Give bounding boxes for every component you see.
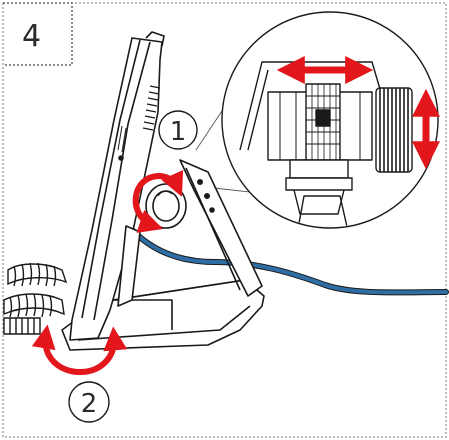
zoom-detail xyxy=(221,11,440,229)
rotate-arrow-icon xyxy=(132,169,184,233)
step-number-box: 4 xyxy=(3,2,73,66)
callout-1: 1 xyxy=(158,110,198,150)
callout-2-number: 2 xyxy=(81,389,98,419)
callout-1-number: 1 xyxy=(170,117,187,147)
adjustment-knob xyxy=(145,183,187,229)
blue-cable-fill xyxy=(130,228,448,295)
callout-2: 2 xyxy=(68,381,110,423)
rotate-arrow-icon xyxy=(31,324,128,376)
stand-arm xyxy=(179,159,263,297)
blue-cable xyxy=(129,227,449,296)
display-side xyxy=(69,31,165,341)
coiled-cables xyxy=(3,262,68,335)
step-number: 4 xyxy=(22,19,41,54)
